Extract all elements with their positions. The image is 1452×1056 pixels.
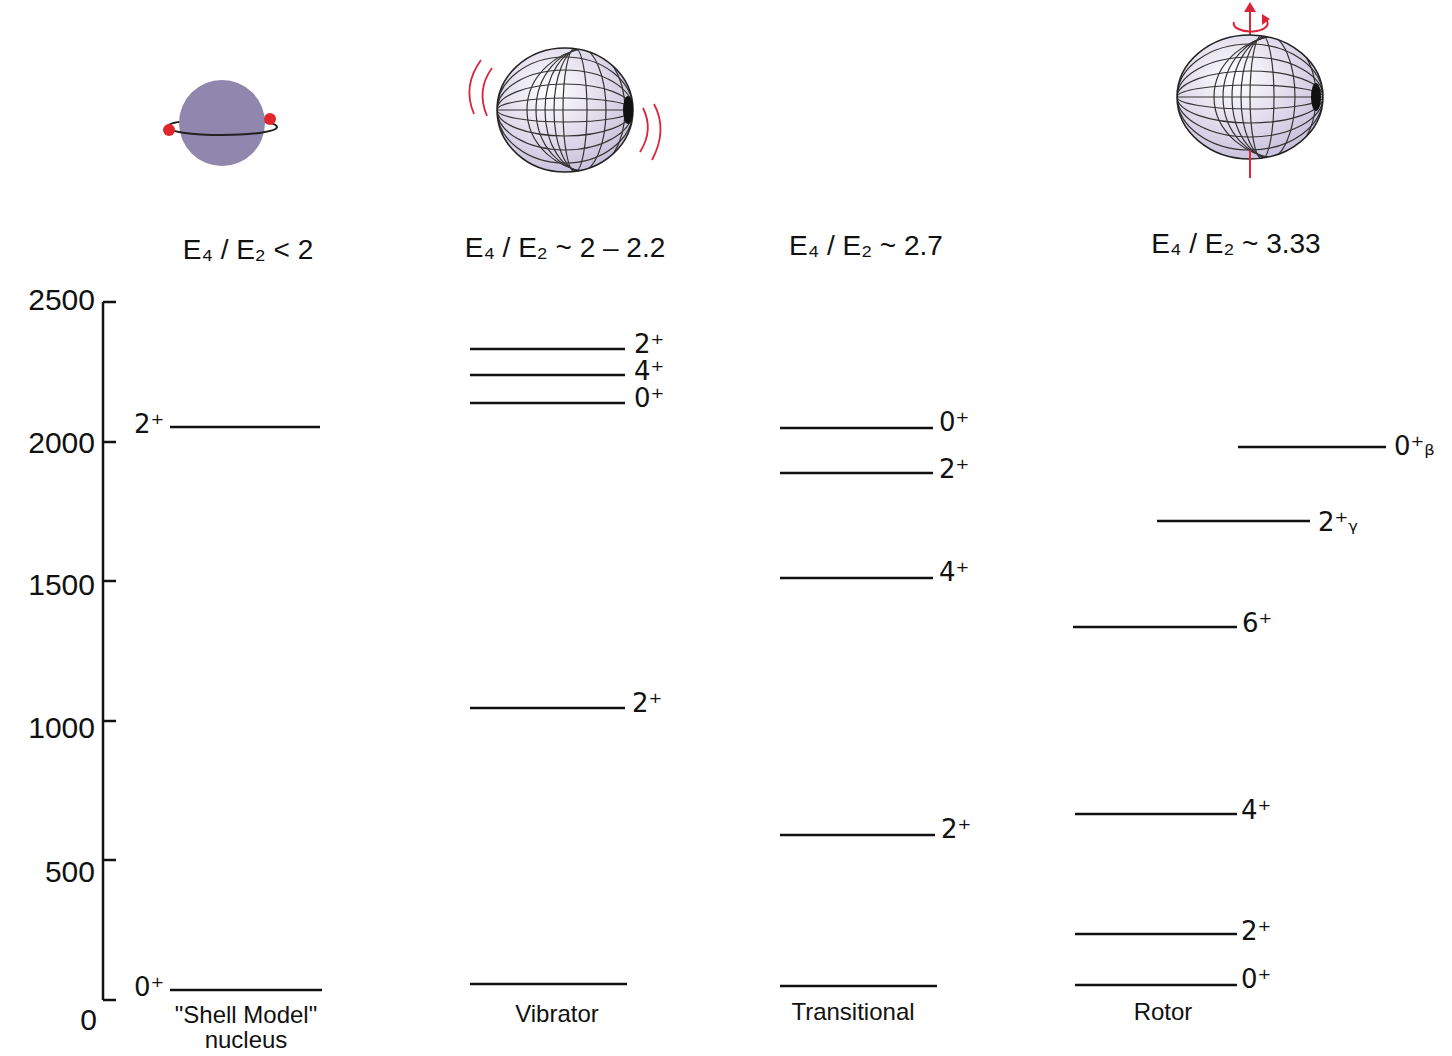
level-label: 2⁺ᵧ xyxy=(1318,509,1358,536)
energy-levels xyxy=(170,349,1386,990)
model-name: "Shell Model" nucleus xyxy=(151,1002,341,1052)
model-name: Rotor xyxy=(1134,999,1193,1024)
axis-tick: 1000 xyxy=(28,712,95,744)
vibrating-ellipsoid xyxy=(469,48,663,172)
axis-tick: 1500 xyxy=(28,569,95,601)
axis-tick: 2500 xyxy=(28,284,95,316)
level-label: 4⁺ xyxy=(1241,797,1271,824)
level-label: 0⁺ xyxy=(134,974,164,1001)
axis-tick: 2000 xyxy=(28,427,95,459)
level-label: 2⁺ xyxy=(134,411,164,438)
level-label: 2⁺ xyxy=(634,331,664,358)
ratio-heading: E₄ / E₂ ~ 2 – 2.2 xyxy=(465,233,666,262)
level-label: 4⁺ xyxy=(939,559,969,586)
ratio-heading: E₄ / E₂ ~ 2.7 xyxy=(789,231,943,260)
level-label: 2⁺ xyxy=(939,456,969,483)
rotating-ellipsoid xyxy=(1177,2,1358,178)
level-label: 2⁺ xyxy=(941,816,971,843)
sphere-illustration xyxy=(163,80,277,166)
level-label: 0⁺ᵦ xyxy=(1394,433,1435,460)
level-label: 4⁺ xyxy=(634,358,664,385)
ratio-heading: E₄ / E₂ < 2 xyxy=(183,235,313,264)
axis-tick: 0 xyxy=(80,1004,97,1036)
level-label: 2⁺ xyxy=(1241,918,1271,945)
energy-axis xyxy=(103,302,116,1000)
model-name: Transitional xyxy=(791,999,914,1024)
model-name: Vibrator xyxy=(515,1001,599,1026)
level-label: 0⁺ xyxy=(1241,966,1271,993)
axis-tick: 500 xyxy=(45,856,95,888)
level-label: 6⁺ xyxy=(1242,610,1272,637)
level-label: 2⁺ xyxy=(632,690,662,717)
level-label: 0⁺ xyxy=(939,409,969,436)
level-label: 0⁺ xyxy=(634,385,664,412)
ratio-heading: E₄ / E₂ ~ 3.33 xyxy=(1151,229,1320,258)
